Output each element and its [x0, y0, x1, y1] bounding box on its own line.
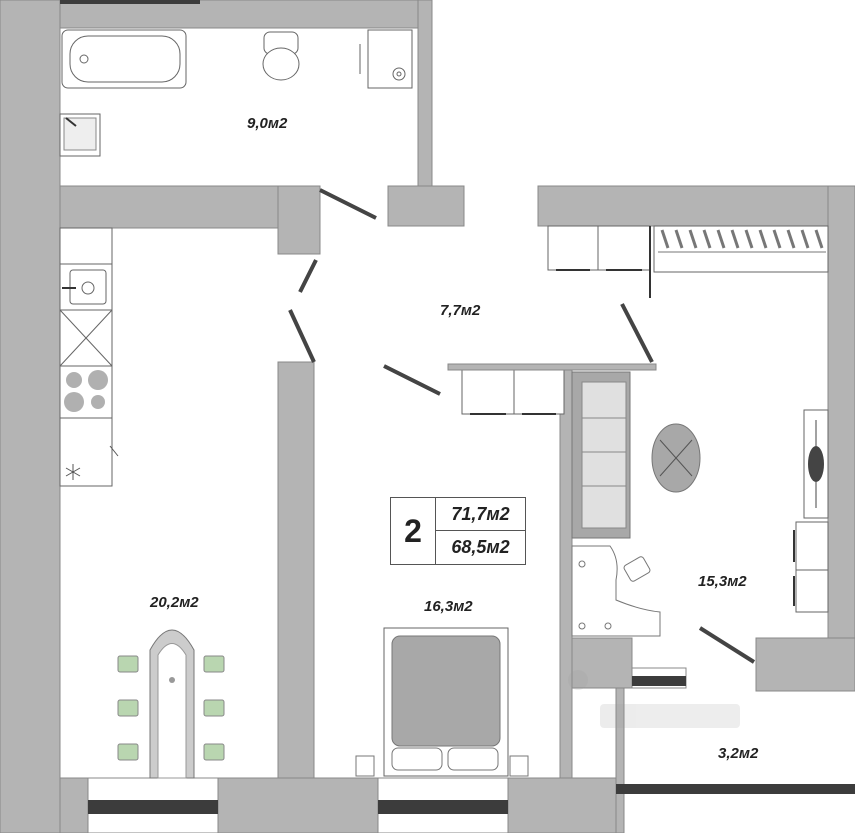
rooms-count: 2: [391, 498, 436, 564]
room-label-living-room: 15,3м2: [698, 573, 747, 590]
total-area: 71,7м2: [436, 498, 525, 531]
toilet-icon: [262, 31, 300, 81]
dresser-icon: [793, 521, 829, 613]
coffee-table-icon: [651, 423, 701, 493]
window-icon: [60, 0, 855, 833]
sofa-icon: [571, 371, 631, 539]
shower-icon: [59, 113, 101, 157]
watermark-icon: [568, 670, 740, 728]
room-label-bedroom: 16,3м2: [424, 598, 473, 615]
room-label-balcony: 3,2м2: [718, 745, 759, 762]
chair-icon: [117, 655, 225, 761]
desk-icon: [571, 545, 661, 637]
door-icon: [288, 188, 756, 664]
apartment-summary: 2 71,7м2 68,5м2: [390, 497, 526, 565]
room-label-kitchen: 20,2м2: [150, 594, 199, 611]
kitchen-unit: [59, 227, 113, 487]
table-icon: [149, 629, 195, 779]
room-label-hallway: 7,7м2: [440, 302, 481, 319]
sink-icon: [62, 269, 107, 305]
closet-icon: [547, 225, 829, 298]
fridge-icon: [65, 445, 119, 480]
bathtub-icon: [61, 29, 187, 89]
boiler-icon: [359, 29, 413, 89]
stove-icon: [64, 370, 108, 412]
bed-icon: [355, 627, 529, 777]
room-label-bathroom: 9,0м2: [247, 115, 288, 132]
wardrobe-icon: [447, 363, 657, 415]
tv-icon: [803, 409, 829, 519]
living-area: 68,5м2: [451, 537, 510, 557]
